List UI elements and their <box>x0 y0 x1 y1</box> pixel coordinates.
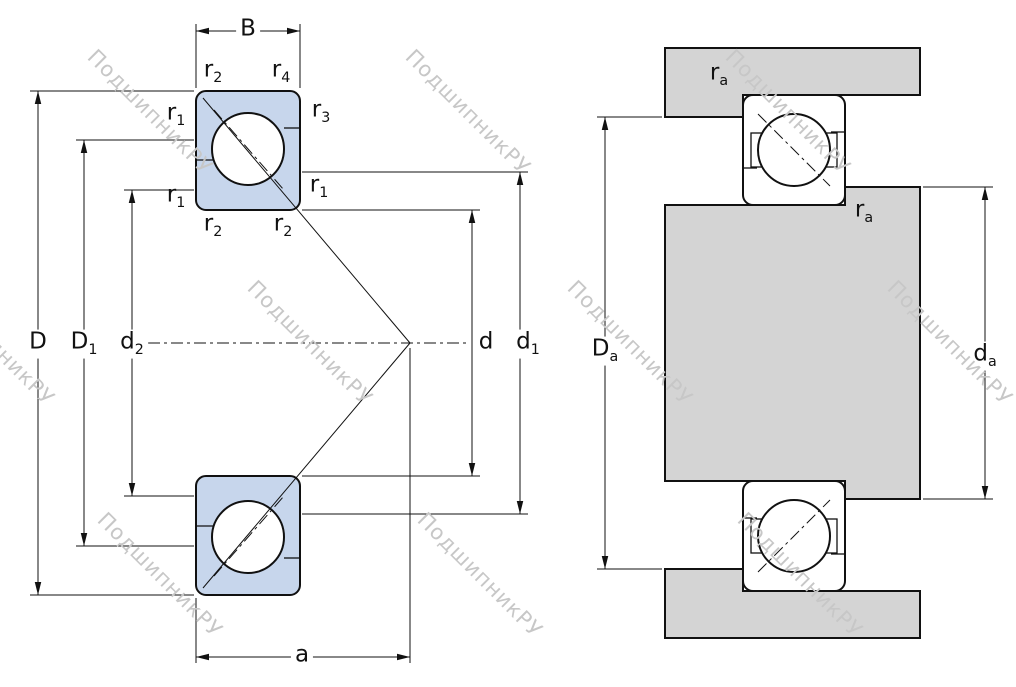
label-ra-shaft: ra <box>854 196 874 227</box>
left-figure <box>30 24 528 663</box>
label-D: D <box>25 329 51 359</box>
label-a: a <box>290 642 314 672</box>
label-r2-top-left: r2 <box>203 56 223 87</box>
contact-line-top <box>202 97 411 344</box>
label-d2: d2 <box>116 329 148 359</box>
ball-axis-centerline <box>757 499 831 573</box>
housing-top <box>664 47 921 118</box>
label-B: B <box>236 16 260 46</box>
label-r1-mid-right: r1 <box>309 171 329 202</box>
dimension-D <box>30 90 194 596</box>
ball-axis-centerline <box>757 113 831 187</box>
label-r2-lower-right: r2 <box>273 210 293 241</box>
label-da: da <box>969 341 1001 371</box>
dimension-d <box>302 209 480 477</box>
label-r2-lower-left: r2 <box>203 210 223 241</box>
label-r3-upper-right: r3 <box>311 96 331 127</box>
housing-bottom <box>664 568 921 639</box>
label-D1: D1 <box>66 329 102 359</box>
label-d1: d1 <box>512 329 544 359</box>
mounted-bearing-top <box>742 94 846 206</box>
label-r1-upper-left: r1 <box>166 99 186 130</box>
shaft <box>664 186 921 500</box>
label-ra-housing: ra <box>709 59 729 90</box>
right-figure <box>597 47 993 639</box>
ball-axis-centerline <box>213 495 285 577</box>
label-r4-top-right: r4 <box>271 56 291 87</box>
label-d: d <box>474 329 498 359</box>
ball-axis-centerline <box>213 109 285 191</box>
label-r1-mid-left: r1 <box>166 181 186 212</box>
contact-angle-lines <box>202 97 411 589</box>
mounted-bearing-bottom <box>742 480 846 592</box>
label-Da: Da <box>587 336 623 366</box>
contact-line-bottom <box>202 342 411 589</box>
